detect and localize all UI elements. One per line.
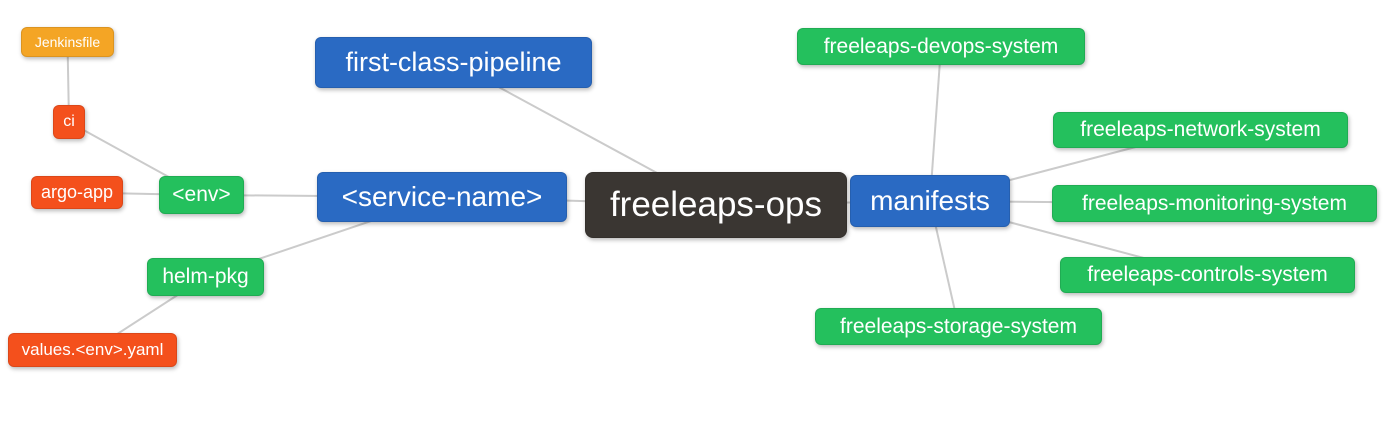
node-label: argo-app xyxy=(40,182,114,202)
node-helm-pkg[interactable]: helm-pkg xyxy=(147,258,264,296)
node-label: first-class-pipeline xyxy=(345,47,562,77)
node-devops-system[interactable]: freeleaps-devops-system xyxy=(797,28,1085,65)
node-label: ci xyxy=(63,113,75,130)
node-label: freeleaps-ops xyxy=(609,185,823,224)
node-env[interactable]: <env> xyxy=(159,176,244,214)
node-freeleaps-ops[interactable]: freeleaps-ops xyxy=(585,172,847,238)
node-service-name[interactable]: <service-name> xyxy=(317,172,567,222)
node-label: freeleaps-controls-system xyxy=(1087,263,1328,286)
node-jenkinsfile[interactable]: Jenkinsfile xyxy=(21,27,114,57)
node-network-system[interactable]: freeleaps-network-system xyxy=(1053,112,1348,148)
node-monitoring-system[interactable]: freeleaps-monitoring-system xyxy=(1052,185,1377,222)
node-controls-system[interactable]: freeleaps-controls-system xyxy=(1060,257,1355,293)
node-ci[interactable]: ci xyxy=(53,105,85,139)
node-label: values.<env>.yaml xyxy=(21,340,164,359)
node-label: helm-pkg xyxy=(162,265,249,288)
node-label: manifests xyxy=(870,185,990,216)
node-label: freeleaps-storage-system xyxy=(840,314,1077,338)
node-label: freeleaps-network-system xyxy=(1080,118,1321,141)
node-values-env-yaml[interactable]: values.<env>.yaml xyxy=(8,333,177,367)
node-label: freeleaps-devops-system xyxy=(823,34,1059,58)
node-label: freeleaps-monitoring-system xyxy=(1082,191,1347,215)
node-label: Jenkinsfile xyxy=(34,34,101,50)
node-first-class-pipeline[interactable]: first-class-pipeline xyxy=(315,37,592,88)
node-label: <env> xyxy=(172,183,231,206)
node-argo-app[interactable]: argo-app xyxy=(31,176,123,209)
node-storage-system[interactable]: freeleaps-storage-system xyxy=(815,308,1102,345)
node-manifests[interactable]: manifests xyxy=(850,175,1010,227)
node-label: <service-name> xyxy=(341,181,543,212)
